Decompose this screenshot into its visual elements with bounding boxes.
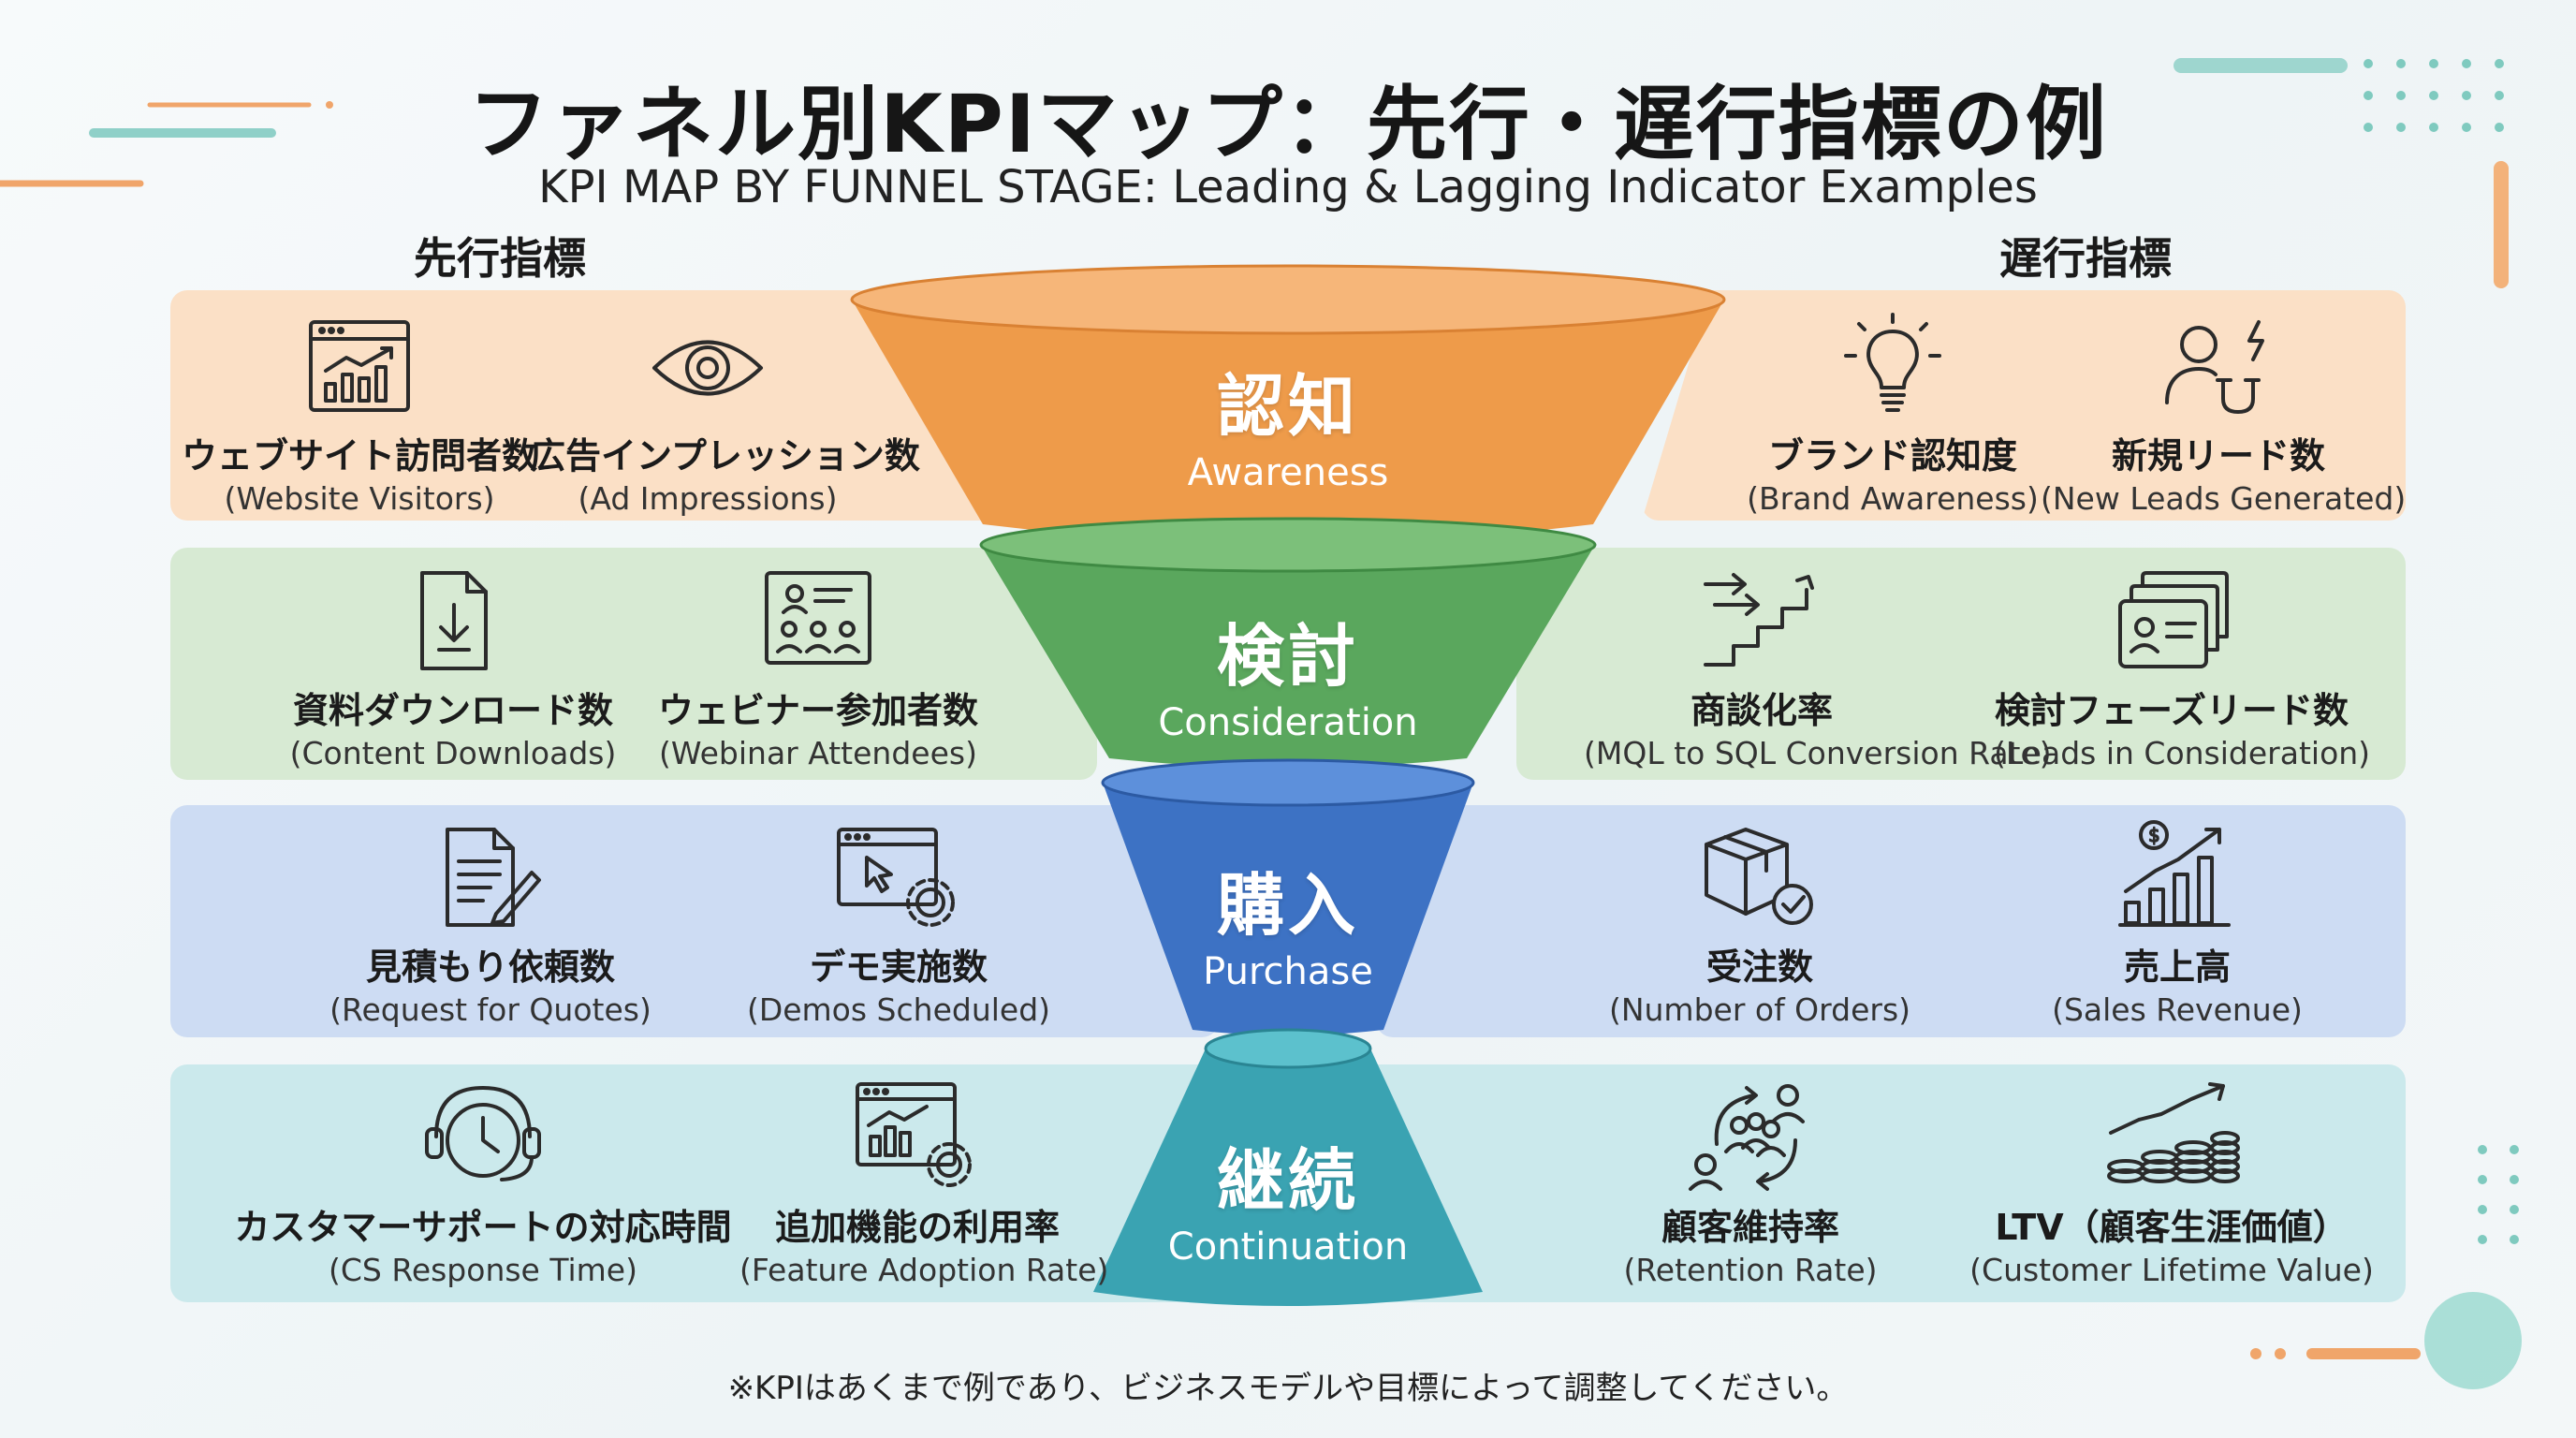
funnel-graphic xyxy=(850,264,1726,1306)
metric-website-visitors: ウェブサイト訪問者数 (Website Visitors) xyxy=(182,316,537,517)
leading-indicators-header: 先行指標 xyxy=(414,233,586,284)
stage-consideration-jp: 検討 xyxy=(1216,617,1359,696)
stage-consideration: 検討 Consideration xyxy=(1101,601,1475,744)
metric-cs-response-time: カスタマーサポートの対応時間 (CS Response Time) xyxy=(230,1078,736,1288)
contact-cards-icon xyxy=(2118,571,2229,668)
stage-continuation: 継続 Continuation xyxy=(1101,1125,1475,1269)
quote-document-icon xyxy=(446,828,541,927)
stage-awareness-en: Awareness xyxy=(1187,451,1389,494)
band-consideration-lagging xyxy=(1516,548,2406,780)
stage-continuation-en: Continuation xyxy=(1167,1225,1409,1269)
lagging-indicators-header: 遅行指標 xyxy=(1999,233,2172,284)
band-purchase-leading xyxy=(170,805,1219,1037)
revenue-chart-icon: $ xyxy=(2118,820,2231,927)
download-document-icon xyxy=(420,571,488,670)
stage-purchase: 購入 Purchase xyxy=(1101,850,1475,993)
metric-customer-lifetime-value: LTV（顧客生涯価値） (Customer Lifetime Value) xyxy=(1947,1078,2396,1288)
clock-headset-icon xyxy=(425,1086,541,1181)
decorative-dots-bottom-right xyxy=(2250,1145,2522,1389)
decorative-lines-top-left xyxy=(0,101,333,187)
stage-purchase-jp: 購入 xyxy=(1216,866,1359,945)
retention-cycle-icon xyxy=(1689,1084,1805,1191)
page-subtitle: KPI MAP BY FUNNEL STAGE: Leading & Laggi… xyxy=(538,161,2038,213)
funnel-segment-consideration xyxy=(981,545,1595,768)
band-consideration-leading xyxy=(170,548,1097,780)
svg-text:$: $ xyxy=(2148,824,2160,846)
band-continuation-leading xyxy=(170,1064,1228,1302)
demo-screen-icon xyxy=(837,828,955,927)
stage-continuation-jp: 継続 xyxy=(1216,1141,1359,1220)
metric-retention-rate: 顧客維持率 (Retention Rate) xyxy=(1573,1078,1928,1288)
metric-content-downloads: 資料ダウンロード数 (Content Downloads) xyxy=(275,567,631,771)
web-analytics-icon xyxy=(309,320,410,412)
user-magnet-icon xyxy=(2165,320,2264,414)
metric-sales-revenue: $ 売上高 (Sales Revenue) xyxy=(1999,816,2355,1028)
webinar-icon xyxy=(765,571,871,665)
page-title: ファネル別KPIマップ：先行・遅行指標の例 xyxy=(468,78,2108,171)
coin-growth-icon xyxy=(2107,1082,2240,1183)
lightbulb-icon xyxy=(1844,313,1941,412)
metric-new-leads: 新規リード数 (New Leads Generated) xyxy=(2041,313,2406,517)
metric-brand-awareness: ブランド認知度 (Brand Awareness) xyxy=(1715,313,2071,517)
band-continuation-lagging xyxy=(1348,1064,2406,1302)
band-purchase-lagging xyxy=(1376,805,2406,1037)
package-check-icon xyxy=(1705,828,1813,925)
metric-leads-in-consideration: 検討フェーズリード数 (Leads in Consideration) xyxy=(1994,567,2370,771)
stage-awareness-jp: 認知 xyxy=(1216,367,1359,446)
stage-purchase-en: Purchase xyxy=(1203,950,1373,993)
metric-mql-sql-conversion: 商談化率 (MQL to SQL Conversion Rate) xyxy=(1584,567,2052,771)
metric-webinar-attendees: ウェビナー参加者数 (Webinar Attendees) xyxy=(640,567,996,771)
metric-demos-scheduled: デモ実施数 (Demos Scheduled) xyxy=(721,824,1076,1028)
metric-feature-adoption-rate: 追加機能の利用率 (Feature Adoption Rate) xyxy=(739,1078,1108,1288)
funnel-segment-continuation xyxy=(1093,1049,1483,1306)
stage-consideration-en: Consideration xyxy=(1158,701,1418,744)
footnote: ※KPIはあくまで例であり、ビジネスモデルや目標によって調整してください。 xyxy=(727,1370,1849,1407)
eye-icon xyxy=(652,340,763,396)
decorative-dots-top-right xyxy=(2174,58,2509,288)
metric-request-for-quotes: 見積もり依頼数 (Request for Quotes) xyxy=(313,824,668,1028)
band-awareness-lagging xyxy=(1642,290,2406,521)
metric-number-of-orders: 受注数 (Number of Orders) xyxy=(1582,824,1938,1028)
funnel-segment-awareness xyxy=(852,300,1724,543)
stairs-arrow-icon xyxy=(1704,573,1814,667)
metric-ad-impressions: 広告インプレッション数 (Ad Impressions) xyxy=(530,316,920,517)
feature-chart-gear-icon xyxy=(856,1082,972,1187)
funnel-segment-purchase xyxy=(1103,783,1473,1035)
stage-awareness: 認知 Awareness xyxy=(1101,351,1475,494)
